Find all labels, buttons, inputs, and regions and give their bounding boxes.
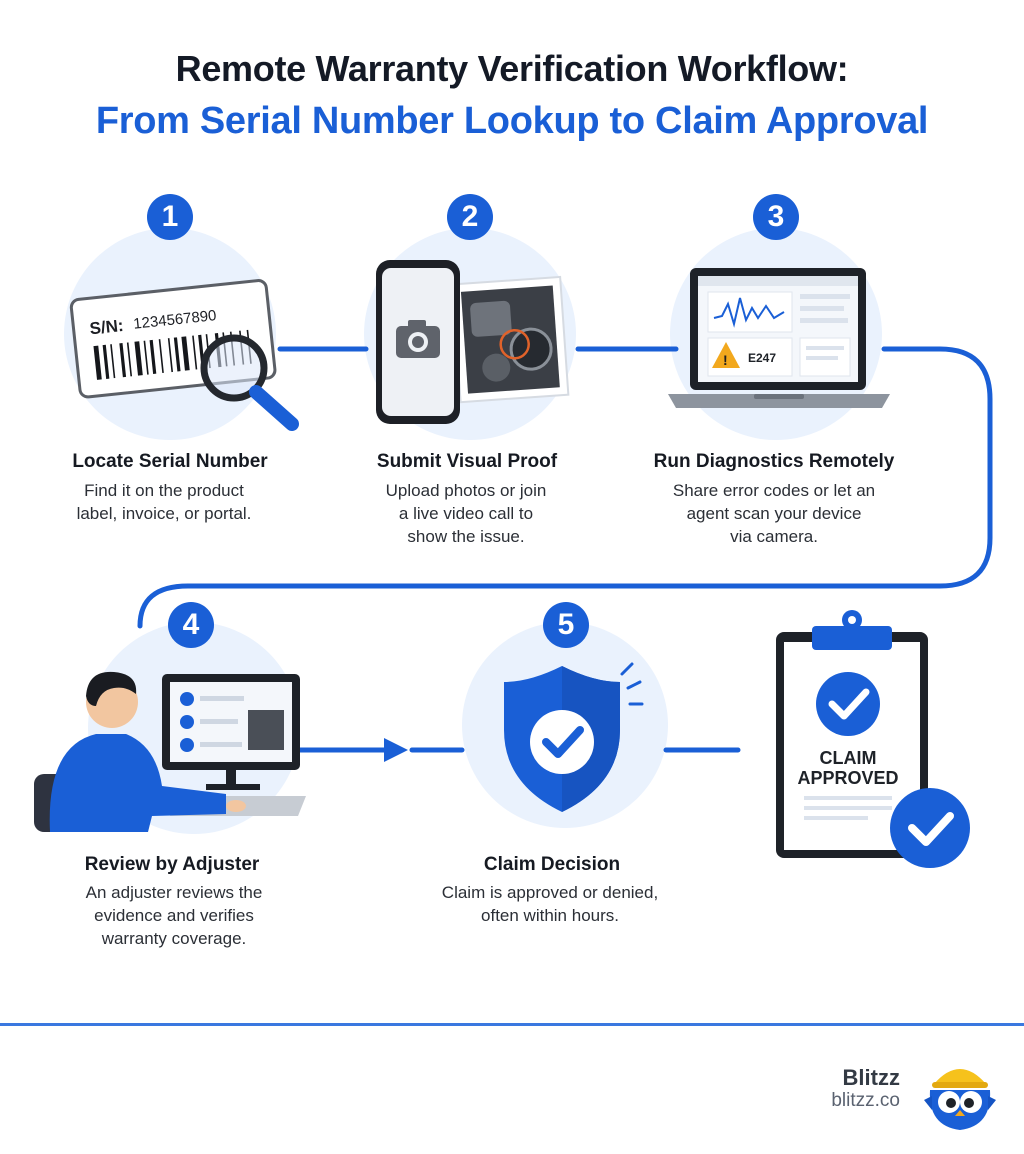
step3-desc-line: agent scan your device: [624, 502, 924, 525]
step2-title: Submit Visual Proof: [317, 451, 617, 473]
step1-title: Locate Serial Number: [20, 451, 320, 473]
claim-label-line1: CLAIM: [820, 748, 877, 768]
step2-description: Upload photos or join a live video call …: [316, 479, 616, 548]
brand-url: blitzz.co: [831, 1090, 900, 1112]
adjuster-illustration: [30, 636, 320, 836]
step4-description: An adjuster reviews the evidence and ver…: [24, 881, 324, 950]
step3-description: Share error codes or let an agent scan y…: [624, 479, 924, 548]
step1-desc-line: Find it on the product: [14, 479, 314, 502]
step4-desc-line: An adjuster reviews the: [24, 881, 324, 904]
serial-label-illustration: S/N: 1234567890: [60, 268, 310, 438]
magnifier-icon: [204, 338, 292, 424]
step2-desc-line: show the issue.: [316, 525, 616, 548]
step4-title: Review by Adjuster: [22, 854, 322, 876]
step4-desc-line: evidence and verifies: [24, 904, 324, 927]
shield-icon: [490, 660, 650, 820]
laptop-diagnostics-illustration: ! E247: [664, 264, 894, 420]
step2-desc-line: a live video call to: [316, 502, 616, 525]
step3-badge: 3: [753, 194, 799, 240]
footer-divider: [0, 1023, 1024, 1026]
step5-desc-line: often within hours.: [400, 904, 700, 927]
clipboard-icon: CLAIM APPROVED: [770, 606, 980, 876]
arrow-head: [384, 738, 408, 762]
step5-title: Claim Decision: [402, 854, 702, 876]
phone-photo-illustration: [368, 254, 578, 430]
step3-desc-line: via camera.: [624, 525, 924, 548]
step2-badge: 2: [447, 194, 493, 240]
step4-desc-line: warranty coverage.: [24, 927, 324, 950]
step1-desc-line: label, invoice, or portal.: [14, 502, 314, 525]
step5-badge: 5: [543, 602, 589, 648]
step3-title: Run Diagnostics Remotely: [624, 451, 924, 473]
approved-check-badge: [890, 788, 970, 868]
step5-description: Claim is approved or denied, often withi…: [400, 881, 700, 927]
brand-name: Blitzz: [843, 1065, 900, 1091]
step2-desc-line: Upload photos or join: [316, 479, 616, 502]
step1-badge: 1: [147, 194, 193, 240]
claim-label-line2: APPROVED: [797, 768, 898, 788]
svg-text:!: !: [723, 352, 728, 368]
serial-prefix: S/N:: [89, 316, 125, 338]
owl-mascot-icon: [920, 1050, 1000, 1134]
step3-desc-line: Share error codes or let an: [624, 479, 924, 502]
error-code: E247: [748, 351, 776, 365]
step5-desc-line: Claim is approved or denied,: [400, 881, 700, 904]
step1-description: Find it on the product label, invoice, o…: [14, 479, 314, 525]
